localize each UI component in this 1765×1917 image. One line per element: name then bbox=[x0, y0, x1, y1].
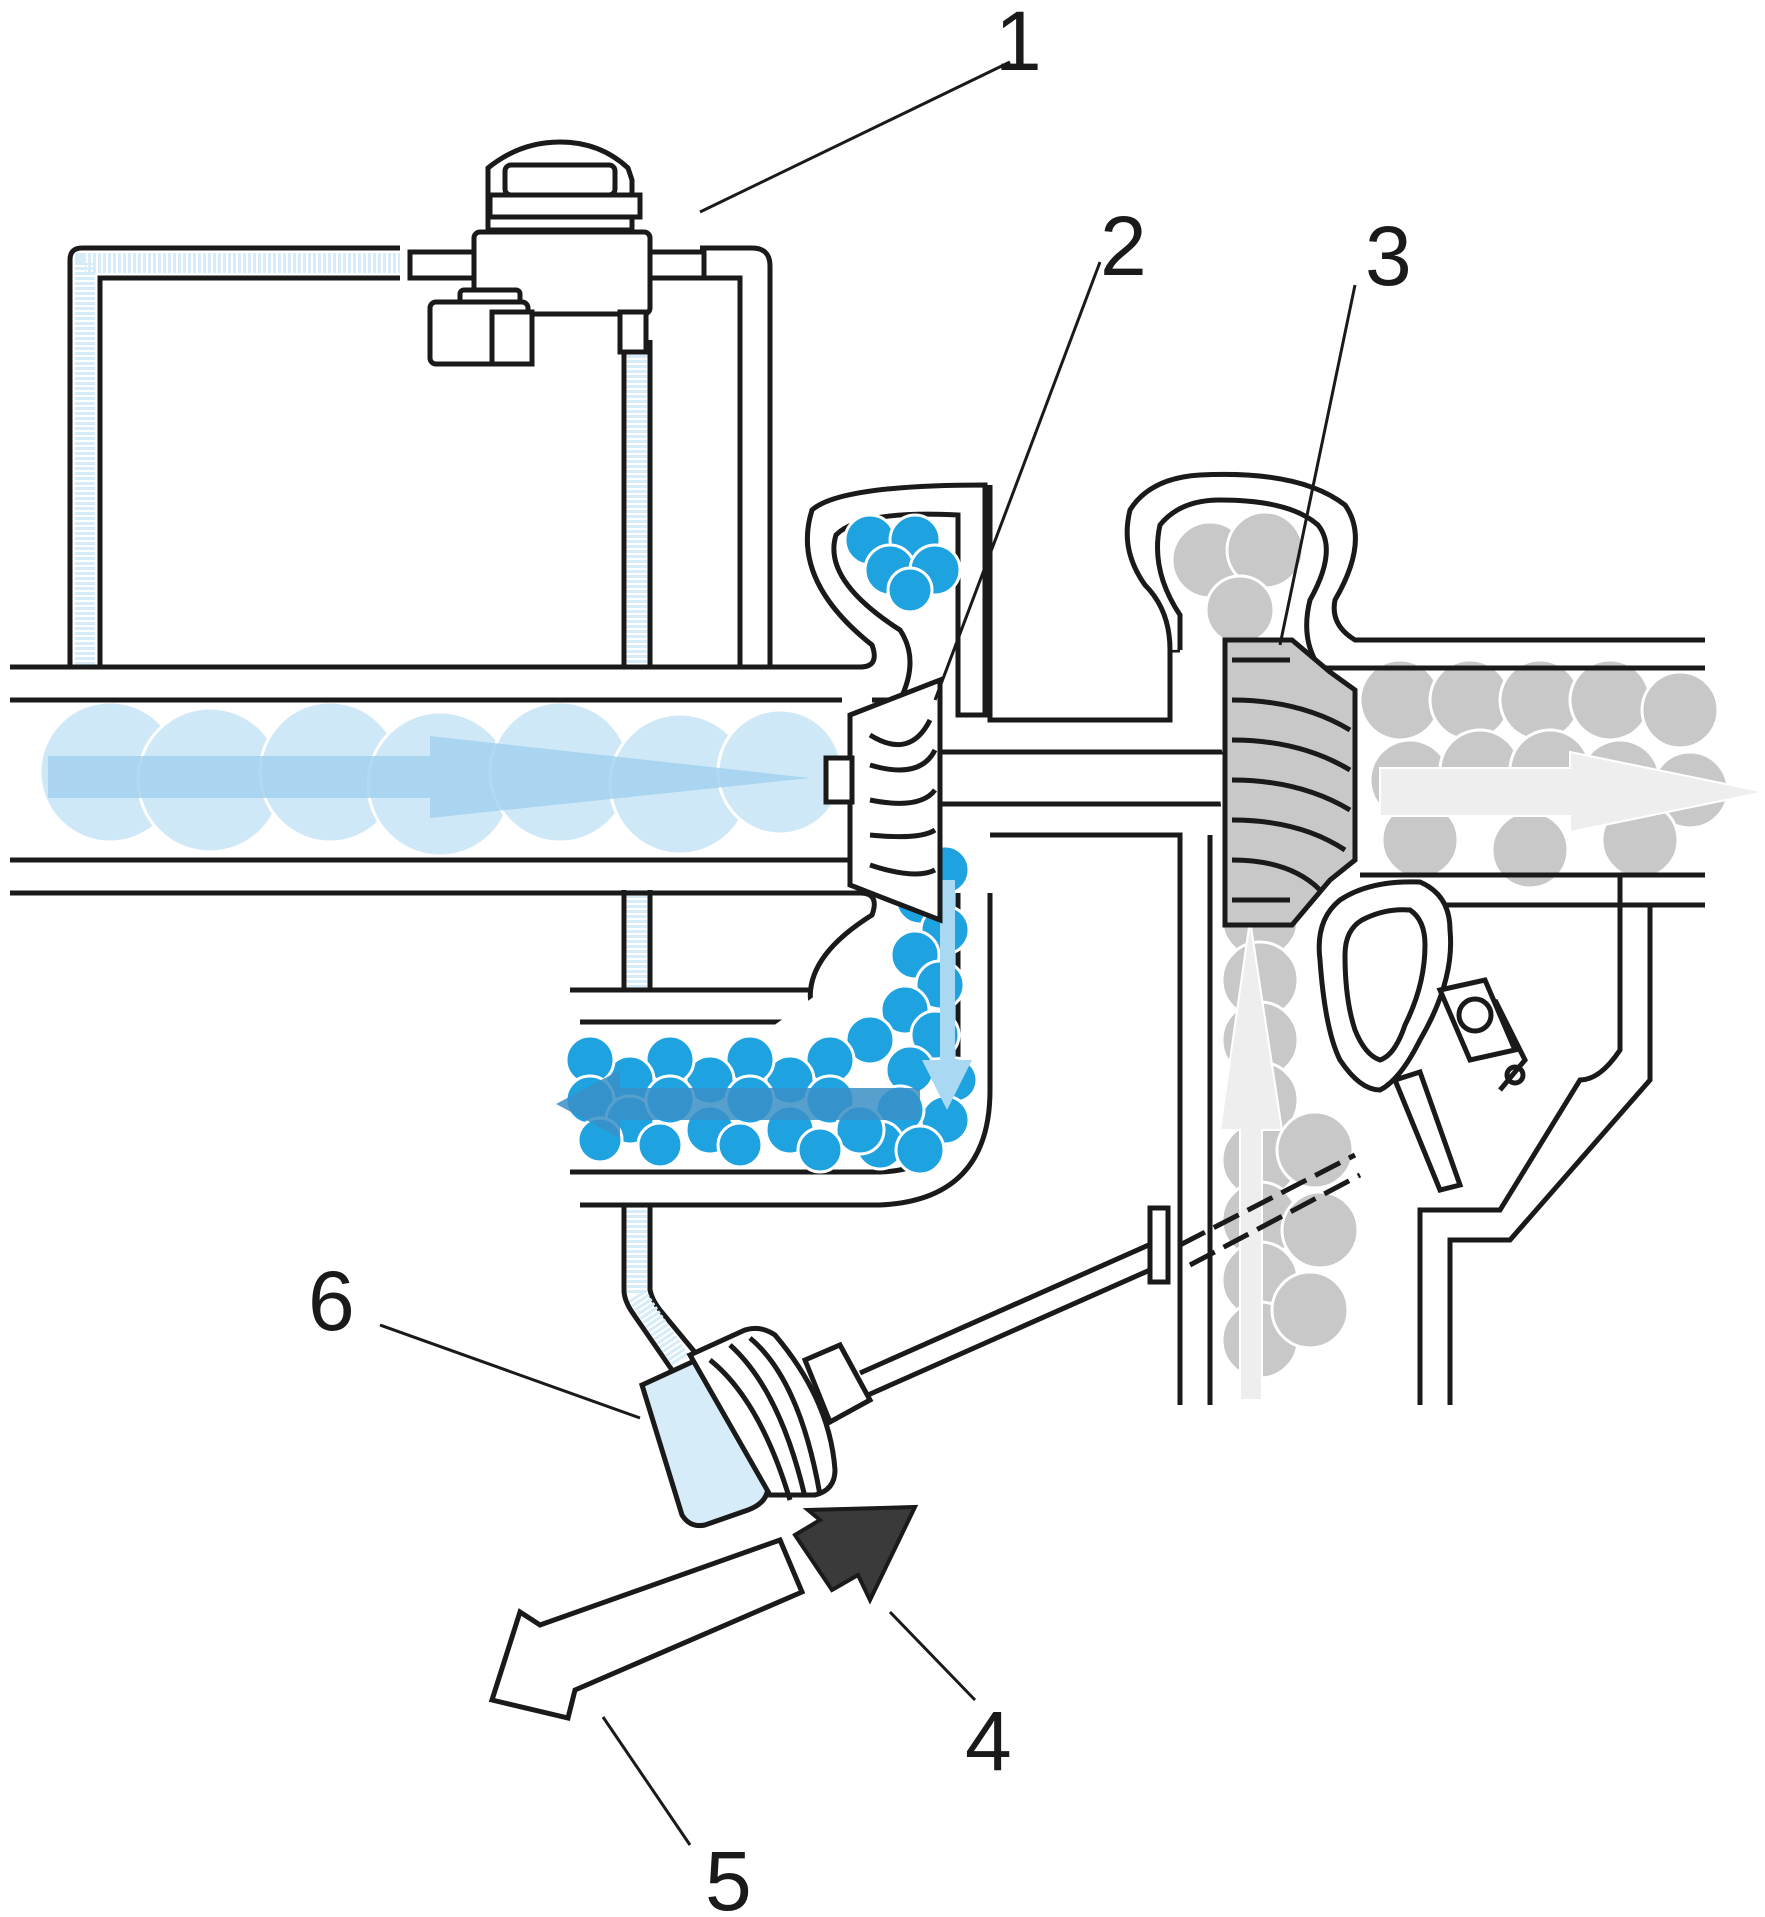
callout-5: 5 bbox=[705, 1834, 752, 1917]
callout-4: 4 bbox=[965, 1694, 1012, 1788]
actuator-rod bbox=[858, 1152, 1362, 1398]
charge-air-outlet-arrow bbox=[556, 1070, 920, 1138]
valve-outlet-line bbox=[700, 245, 773, 665]
wastegate-actuator bbox=[638, 1325, 874, 1528]
charge-air-flow-arrow bbox=[922, 880, 972, 1110]
exhaust-outlet-arrow bbox=[1379, 750, 1765, 834]
callout-1: 1 bbox=[995, 0, 1042, 88]
exhaust-inlet-arrow bbox=[1218, 919, 1284, 1401]
fresh-air-flow-arrow bbox=[48, 736, 810, 818]
boost-pressure-arrow bbox=[792, 1504, 919, 1605]
turbine-wheel bbox=[1222, 637, 1358, 928]
callout-2: 2 bbox=[1100, 199, 1147, 293]
callout-3: 3 bbox=[1365, 209, 1412, 303]
compressor-housing-top bbox=[804, 482, 988, 718]
turbo-shaft bbox=[937, 485, 1228, 1405]
callout-leaders bbox=[379, 60, 1357, 1846]
callout-6: 6 bbox=[308, 1254, 355, 1348]
wastegate-flap bbox=[1316, 879, 1528, 1193]
intake-duct-walls bbox=[10, 664, 860, 896]
control-line-fill bbox=[75, 253, 689, 1366]
intake-duct bbox=[10, 700, 870, 860]
vent-to-atmosphere-arrow bbox=[488, 1536, 806, 1722]
charge-air-bubbles-top bbox=[843, 513, 962, 614]
control-pressure-line bbox=[67, 245, 700, 1372]
solenoid-valve bbox=[407, 139, 707, 367]
compressor-wheel bbox=[823, 676, 943, 924]
